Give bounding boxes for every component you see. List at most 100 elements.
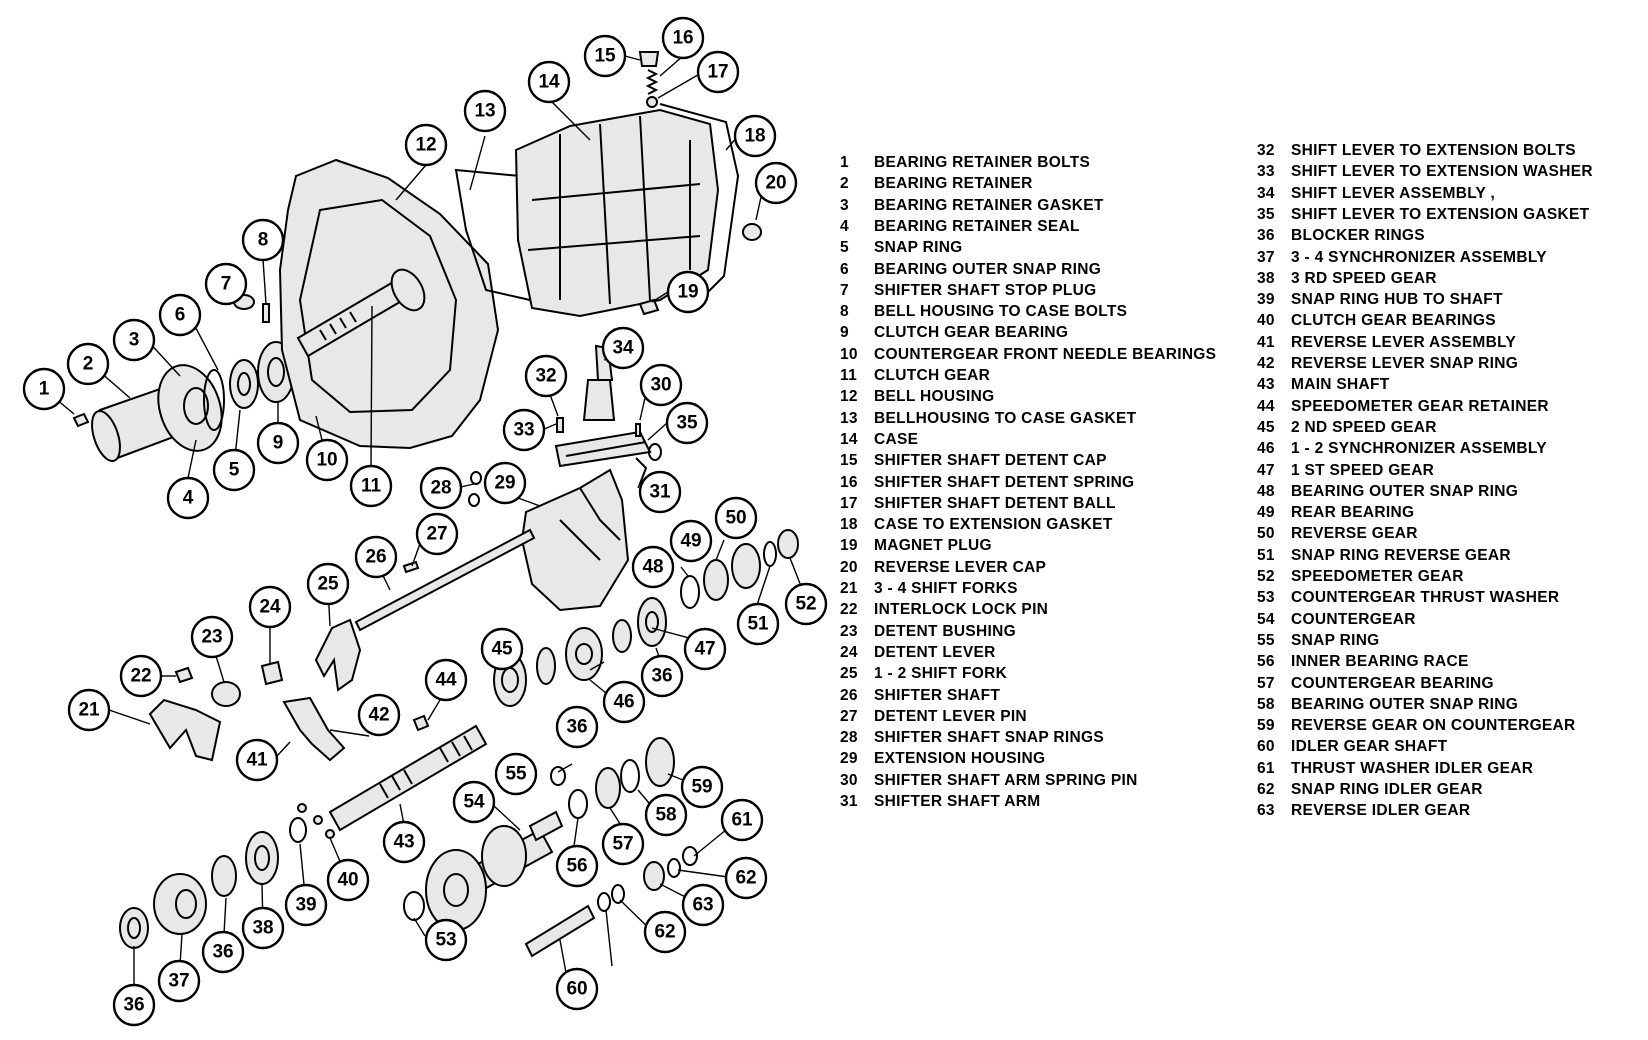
callout-24: 24	[248, 585, 292, 629]
legend-item: 33 SHIFT LEVER TO EXTENSION WASHER	[1257, 162, 1593, 182]
callout-number: 8	[258, 230, 269, 251]
callout-15: 15	[583, 34, 627, 78]
legend-number: 43	[1257, 376, 1275, 394]
callout-7: 7	[204, 262, 248, 306]
legend-number: 49	[1257, 504, 1275, 522]
callout-36-b: 36	[555, 705, 599, 749]
legend-number: 12	[840, 388, 858, 406]
legend-number: 3	[840, 196, 849, 214]
legend-number: 13	[840, 409, 858, 427]
callout-number: 29	[494, 473, 515, 494]
legend-number: 25	[840, 665, 858, 683]
callout-number: 59	[691, 777, 712, 798]
legend-label: REVERSE LEVER ASSEMBLY	[1291, 333, 1517, 351]
callout-number: 38	[252, 918, 273, 939]
legend-number: 38	[1257, 269, 1275, 287]
callout-9: 9	[256, 421, 300, 465]
legend-number: 29	[840, 750, 858, 768]
legend-number: 7	[840, 281, 849, 299]
callout-4: 4	[166, 476, 210, 520]
legend-number: 33	[1257, 163, 1275, 181]
callout-17: 17	[696, 50, 740, 94]
legend-number: 28	[840, 729, 858, 747]
callout-48: 48	[631, 545, 675, 589]
legend-number: 62	[1257, 781, 1275, 798]
callout-number: 41	[246, 750, 268, 771]
legend-label: SHIFT LEVER TO EXTENSION GASKET	[1291, 205, 1590, 223]
legend-number: 18	[840, 516, 858, 534]
callout-32: 32	[524, 354, 568, 398]
legend-number: 53	[1257, 589, 1275, 607]
callout-3: 3	[112, 318, 156, 362]
legend-label: SHIFT LEVER TO EXTENSION BOLTS	[1291, 142, 1576, 159]
legend-label: CLUTCH GEAR BEARING	[874, 324, 1069, 342]
parts-artwork	[72, 51, 799, 958]
callout-number: 47	[694, 639, 715, 660]
callout-number: 45	[491, 639, 513, 660]
callout-number: 51	[747, 614, 769, 635]
callout-36-a: 36	[640, 654, 684, 698]
callout-31: 31	[638, 470, 682, 514]
callout-number: 60	[566, 979, 587, 1000]
legend-label: SHIFTER SHAFT	[874, 686, 1001, 704]
callout-11: 11	[349, 464, 393, 508]
legend-label: THRUST WASHER IDLER GEAR	[1291, 759, 1534, 777]
legend-label: EXTENSION HOUSING	[874, 750, 1046, 768]
callout-number: 62	[654, 922, 675, 943]
callout-14: 14	[527, 60, 571, 104]
callout-number: 30	[650, 375, 671, 396]
legend-number: 4	[840, 217, 849, 235]
legend-number: 59	[1257, 717, 1275, 735]
legend-label: BLOCKER RINGS	[1291, 227, 1425, 245]
legend-label: DETENT LEVER PIN	[874, 707, 1027, 725]
legend-number: 35	[1257, 205, 1275, 223]
callout-27: 27	[415, 512, 459, 556]
legend-number: 46	[1257, 440, 1275, 458]
legend-number: 63	[1257, 802, 1275, 820]
legend-label: SNAP RING REVERSE GEAR	[1291, 546, 1511, 564]
callout-52: 52	[784, 582, 828, 626]
legend-label: SPEEDOMETER GEAR	[1291, 568, 1464, 585]
callout-36-c: 36	[201, 930, 245, 974]
callout-number: 3	[129, 330, 140, 351]
callout-55: 55	[494, 752, 538, 796]
callout-number: 28	[430, 478, 451, 499]
callout-number: 14	[538, 72, 560, 93]
callout-38: 38	[241, 906, 285, 950]
legend-item: 35 SHIFT LEVER TO EXTENSION GASKET	[1257, 205, 1589, 225]
legend-label: SHIFT LEVER TO EXTENSION WASHER	[1291, 163, 1593, 181]
legend-number: 17	[840, 494, 858, 512]
callout-8: 8	[241, 218, 285, 262]
callout-number: 53	[435, 930, 456, 951]
legend-label: 1 - 2 SYNCHRONIZER ASSEMBLY	[1291, 440, 1547, 458]
callout-46: 46	[602, 680, 646, 724]
callout-number: 39	[295, 895, 316, 916]
callout-49: 49	[669, 519, 713, 563]
legend-number: 44	[1257, 397, 1275, 415]
legend-number: 24	[840, 643, 858, 661]
